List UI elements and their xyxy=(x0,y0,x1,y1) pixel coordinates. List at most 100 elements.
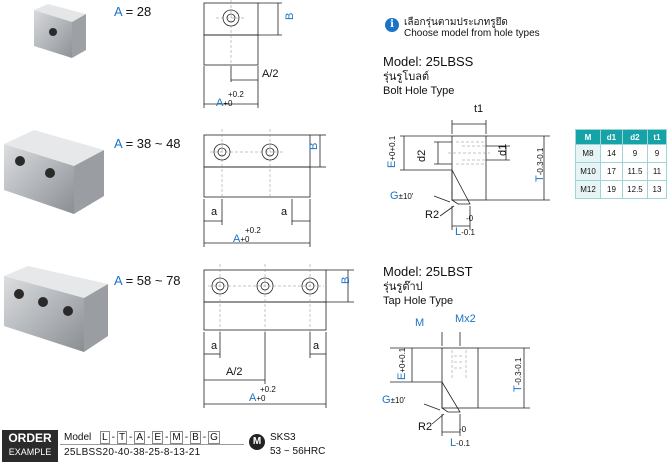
dim-tol-plus: +0.2 xyxy=(245,226,261,235)
info-thai: เลือกรุ่นตามประเภทรูยึด xyxy=(404,17,508,28)
e-symbol: E xyxy=(386,160,398,168)
bolt-dim-l: L-0.1 xyxy=(455,222,475,240)
drawing-three-holes xyxy=(203,264,354,408)
tap-model-title: Model: 25LBST xyxy=(383,264,473,279)
hole-icon xyxy=(63,306,73,316)
product-image-large xyxy=(4,266,108,352)
code-chip: G xyxy=(208,431,220,444)
e-symbol: E xyxy=(396,372,408,380)
info-icon: i xyxy=(385,18,399,32)
a-symbol: A xyxy=(114,273,122,288)
tap-dim-mx2: Mx2 xyxy=(455,313,476,325)
cell: M8 xyxy=(575,144,601,163)
tap-dim-m: M xyxy=(415,317,425,329)
tap-dim-t: T-0.3-0.1 xyxy=(508,358,526,392)
code-sep: - xyxy=(165,432,169,443)
code-sep: - xyxy=(111,432,115,443)
t-symbol: T xyxy=(534,175,546,182)
bolt-model-header: Model: 25LBSS รุ่นรูโบลต์ Bolt Hole Type xyxy=(383,54,473,98)
a-range: = 28 xyxy=(125,4,152,19)
dim-a-small-left: a xyxy=(211,340,218,352)
tap-model-thai: รุ่นรูต๊าป xyxy=(383,281,423,293)
bolt-model-title: Model: 25LBSS xyxy=(383,54,474,69)
l-symbol: L xyxy=(455,226,462,238)
cell: 9 xyxy=(621,144,648,163)
tol-zero: +0 xyxy=(223,99,233,108)
tol-plus: +0.1 xyxy=(398,347,407,364)
cell: M10 xyxy=(575,162,601,181)
tap-dim-l: L-0.1 xyxy=(450,433,470,451)
a-symbol: A xyxy=(216,97,224,109)
code-chip: L xyxy=(100,431,110,444)
tap-side-drawing xyxy=(390,332,530,436)
size-label-2: A = 38 ~ 48 xyxy=(114,136,181,151)
code-sep: - xyxy=(147,432,151,443)
g-tol: ±10' xyxy=(390,396,406,405)
dim-a: A+0 xyxy=(233,233,249,245)
dim-b: B xyxy=(308,142,320,150)
tap-dim-e: E+0+0.1 xyxy=(392,348,410,380)
table-row: M8 14 9 9 xyxy=(575,144,668,163)
tap-model-type: Tap Hole Type xyxy=(383,295,454,307)
tol-plus: +0.1 xyxy=(388,135,397,152)
tol-zero: +0 xyxy=(256,394,266,403)
product-image-medium xyxy=(4,130,104,214)
mx2-label: Mx2 xyxy=(455,313,476,325)
bolt-model-type: Bolt Hole Type xyxy=(383,85,455,97)
drawing-two-holes xyxy=(203,129,326,247)
cell: 12.5 xyxy=(621,180,648,199)
bolt-dim-r2: R2 xyxy=(425,209,440,221)
dim-tol-plus: +0.2 xyxy=(228,90,244,99)
t-symbol: T xyxy=(512,385,524,392)
bolt-dim-d1: d1 xyxy=(497,143,509,156)
dim-a-half: A/2 xyxy=(262,68,279,80)
cell: 17 xyxy=(599,162,623,181)
size-label-1: A = 28 xyxy=(114,4,151,19)
cell: M12 xyxy=(575,180,601,199)
order-example-badge: ORDER EXAMPLE xyxy=(2,430,58,462)
a-symbol: A xyxy=(249,392,257,404)
tap-dim-g: G±10' xyxy=(382,390,405,408)
dim-a-small-right: a xyxy=(281,206,288,218)
hole-icon xyxy=(49,28,57,36)
g-symbol: G xyxy=(390,190,399,202)
tol-b: -0.3 xyxy=(514,371,523,386)
bolt-side-drawing xyxy=(400,120,550,230)
example-label: EXAMPLE xyxy=(8,447,52,457)
dim-a: A+0 xyxy=(216,97,232,109)
dim-b: B xyxy=(340,276,352,284)
tol-b: -0.3 xyxy=(536,161,545,176)
g-tol: ±10' xyxy=(398,192,414,201)
dim-a: A+0 xyxy=(249,392,265,404)
bolt-dim-e: E+0+0.1 xyxy=(382,136,400,168)
cell: 11.5 xyxy=(621,162,648,181)
table-row: M10 17 11.5 11 xyxy=(575,162,668,181)
code-chip: M xyxy=(170,431,183,444)
cell: 19 xyxy=(599,180,623,199)
cell: 13 xyxy=(646,180,668,199)
l-symbol: L xyxy=(450,437,457,449)
table-row: M12 19 12.5 13 xyxy=(575,180,668,199)
col-d1: d1 xyxy=(599,129,623,145)
col-m: M xyxy=(575,129,601,145)
material-name: SKS3 xyxy=(270,432,296,443)
order-model-row: Model L-T-A-E-M-B-G xyxy=(64,431,221,444)
hole-icon xyxy=(15,156,25,166)
drawing-single-hole xyxy=(203,0,282,108)
order-divider xyxy=(60,444,244,445)
bolt-model-thai: รุ่นรูโบลต์ xyxy=(383,71,430,83)
bolt-dim-g: G±10' xyxy=(390,186,413,204)
material-hardness: 53 ~ 56HRC xyxy=(270,446,326,457)
product-image-small xyxy=(34,4,86,58)
tol-a: -0.1 xyxy=(536,147,545,162)
a-symbol: A xyxy=(114,136,122,151)
col-d2: d2 xyxy=(621,129,648,145)
a-range: = 38 ~ 48 xyxy=(125,136,181,151)
cell: 14 xyxy=(599,144,623,163)
tol-a: -0.1 xyxy=(514,357,523,372)
info-english: Choose model from hole types xyxy=(404,28,540,39)
dim-a-small-left: a xyxy=(211,206,218,218)
code-sep: - xyxy=(129,432,133,443)
tap-dim-r2: R2 xyxy=(418,421,433,433)
code-sep: - xyxy=(184,432,189,443)
